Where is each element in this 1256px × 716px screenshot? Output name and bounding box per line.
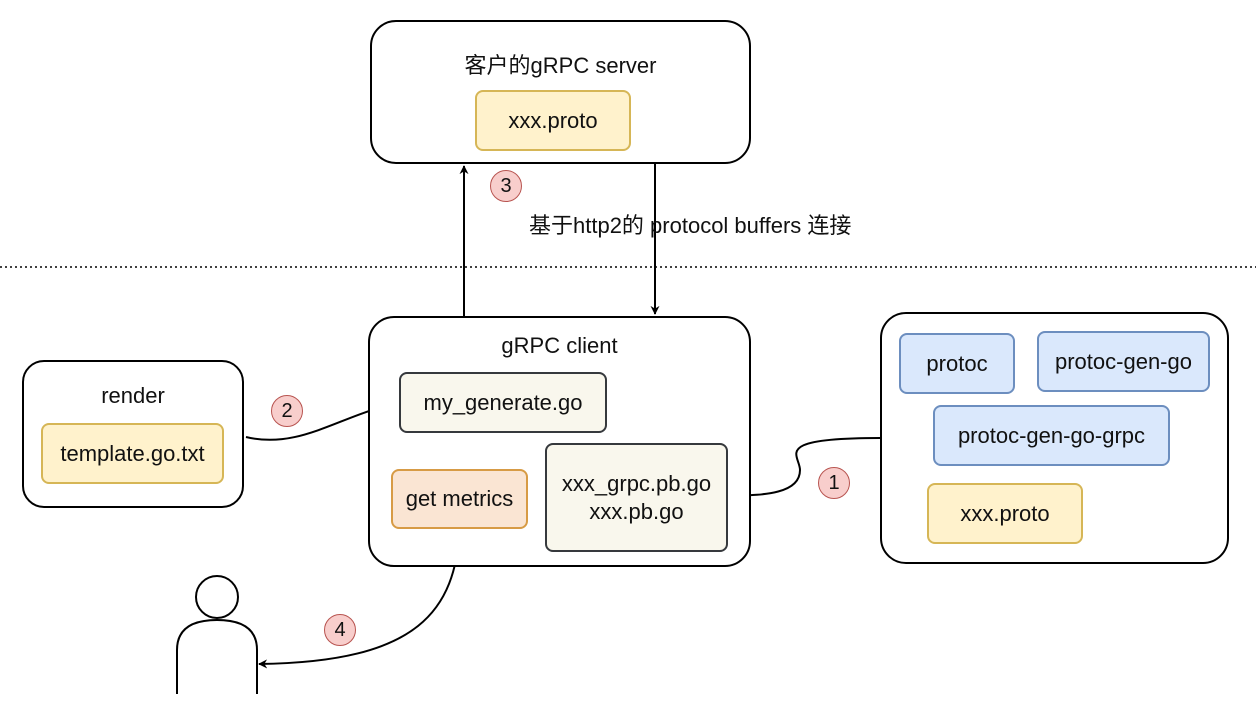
step-badge-2: 2 bbox=[271, 395, 303, 427]
get-metrics-block: get metrics bbox=[391, 469, 528, 529]
grpc-client-title: gRPC client bbox=[501, 333, 618, 358]
render-title: render bbox=[101, 383, 165, 408]
my-generate-file: my_generate.go bbox=[399, 372, 607, 433]
step-badge-4: 4 bbox=[324, 614, 356, 646]
grpc-server-title: 客户的gRPC server bbox=[464, 53, 657, 78]
grpc-pb-go-file: xxx_grpc.pb.go bbox=[561, 471, 712, 496]
toolchain-proto-file: xxx.proto bbox=[927, 483, 1083, 544]
protoc-gen-go-grpc-tool: protoc-gen-go-grpc bbox=[933, 405, 1170, 466]
step-badge-3: 3 bbox=[490, 170, 522, 202]
user-icon bbox=[176, 575, 258, 694]
pb-go-file: xxx.pb.go bbox=[589, 498, 684, 524]
protoc-gen-go-tool: protoc-gen-go bbox=[1037, 331, 1210, 392]
step-badge-1: 1 bbox=[818, 467, 850, 499]
server-proto-file: xxx.proto bbox=[475, 90, 631, 151]
template-file: template.go.txt bbox=[41, 423, 224, 484]
protoc-tool: protoc bbox=[899, 333, 1015, 394]
generated-go-files: xxx_grpc.pb.go xxx.pb.go bbox=[545, 443, 728, 552]
arrow-tools-to-generated bbox=[729, 437, 881, 501]
connection-label: 基于http2的 protocol buffers 连接 bbox=[529, 213, 852, 238]
